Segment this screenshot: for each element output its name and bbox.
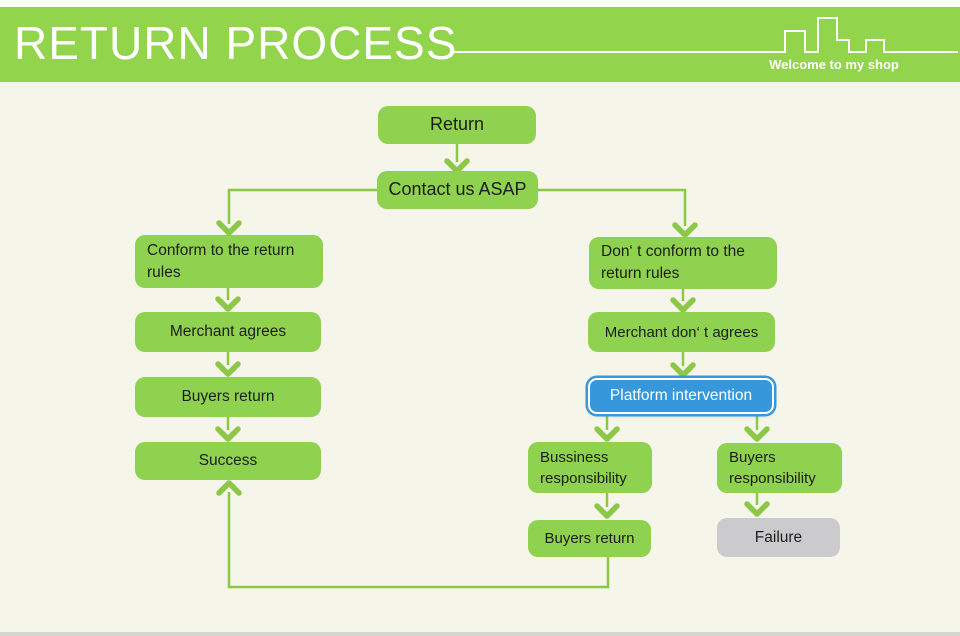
node-merchant-dont-agree: Merchant don‘ t agrees	[588, 312, 775, 352]
node-failure: Failure	[717, 518, 840, 557]
node-return: Return	[378, 106, 536, 144]
header-banner: RETURN PROCESS Welcome to my shop	[0, 7, 960, 82]
shop-skyline-icon	[450, 17, 958, 53]
node-buyers-return-left: Buyers return	[135, 377, 321, 417]
node-success: Success	[135, 442, 321, 480]
node-business-responsibility: Bussiness responsibility	[528, 442, 652, 493]
bottom-strip	[0, 632, 960, 636]
shop-tagline: Welcome to my shop	[769, 57, 899, 72]
node-platform-intervention: Platform intervention	[588, 378, 774, 414]
page-title: RETURN PROCESS	[14, 17, 458, 69]
node-merchant-agrees: Merchant agrees	[135, 312, 321, 352]
node-conform-to-rules: Conform to the return rules	[135, 235, 323, 288]
flowchart-canvas: Return Contact us ASAP Conform to the re…	[0, 82, 960, 636]
node-dont-conform-to-rules: Don‘ t conform to the return rules	[589, 237, 777, 289]
node-buyers-responsibility: Buyers responsibility	[717, 443, 842, 493]
node-buyers-return-right: Buyers return	[528, 520, 651, 557]
node-contact-us-asap: Contact us ASAP	[377, 171, 538, 209]
top-strip	[0, 0, 960, 7]
